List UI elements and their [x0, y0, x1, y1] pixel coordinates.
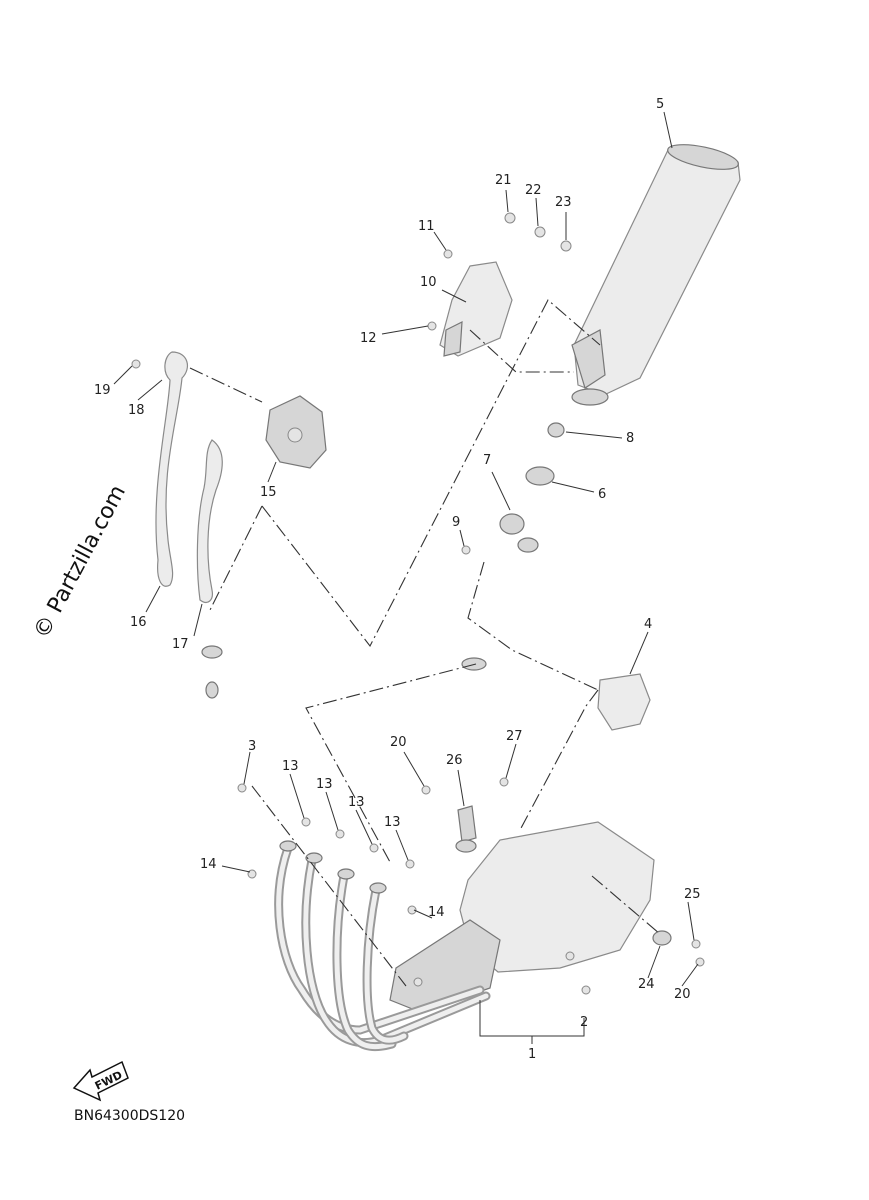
callout-13-d: 13 — [384, 815, 401, 830]
bracket-part[interactable] — [265, 395, 327, 469]
callout-17: 17 — [172, 637, 189, 652]
callout-19: 19 — [94, 383, 111, 398]
callout-15: 15 — [260, 485, 277, 500]
stay-16-part[interactable] — [155, 351, 189, 587]
clamp-7-part[interactable] — [499, 513, 539, 553]
callout-13-c: 13 — [348, 795, 365, 810]
exhaust-header-assembly[interactable] — [274, 821, 655, 1052]
callout-18: 18 — [128, 403, 145, 418]
callout-8: 8 — [626, 431, 634, 446]
rubber-damper-part[interactable] — [201, 645, 223, 699]
callout-4: 4 — [644, 617, 652, 632]
callout-13-a: 13 — [282, 759, 299, 774]
partzilla-watermark: © Partzilla.com — [29, 481, 131, 643]
stay-17-part[interactable] — [196, 439, 223, 603]
assembly-lines — [189, 299, 661, 987]
callout-14-b: 14 — [428, 905, 445, 920]
callout-16: 16 — [130, 615, 147, 630]
callout-11: 11 — [418, 219, 435, 234]
callout-10: 10 — [420, 275, 437, 290]
callout-27: 27 — [506, 729, 523, 744]
callout-2: 2 — [580, 1015, 588, 1030]
clamp-6-part[interactable] — [525, 466, 555, 486]
callout-26: 26 — [446, 753, 463, 768]
bolt-9-part[interactable] — [461, 545, 471, 555]
fwd-arrow-icon: FWD — [72, 1060, 129, 1102]
callout-6: 6 — [598, 487, 606, 502]
sensor-part[interactable] — [455, 805, 477, 853]
callout-labels: 1 2 3 4 5 6 7 8 9 10 11 12 13 13 13 13 1… — [94, 97, 701, 1062]
callout-3: 3 — [248, 739, 256, 754]
callout-9: 9 — [452, 515, 460, 530]
callout-20-a: 20 — [390, 735, 407, 750]
callout-7: 7 — [483, 453, 491, 468]
exhaust-pipe-4-part[interactable] — [461, 657, 651, 731]
leader-lines — [113, 111, 699, 1044]
muffler-protector-part[interactable] — [439, 261, 513, 357]
callout-22: 22 — [525, 183, 542, 198]
callout-24: 24 — [638, 977, 655, 992]
muffler-part[interactable] — [571, 140, 741, 406]
callout-13-b: 13 — [316, 777, 333, 792]
callout-25: 25 — [684, 887, 701, 902]
callout-12: 12 — [360, 331, 377, 346]
callout-14-a: 14 — [200, 857, 217, 872]
callout-5: 5 — [656, 97, 664, 112]
gasket-8-part[interactable] — [547, 422, 565, 438]
callout-23: 23 — [555, 195, 572, 210]
callout-1: 1 — [528, 1047, 536, 1062]
callout-20-b: 20 — [674, 987, 691, 1002]
diagram-code: BN64300DS120 — [74, 1108, 185, 1124]
callout-21: 21 — [495, 173, 512, 188]
